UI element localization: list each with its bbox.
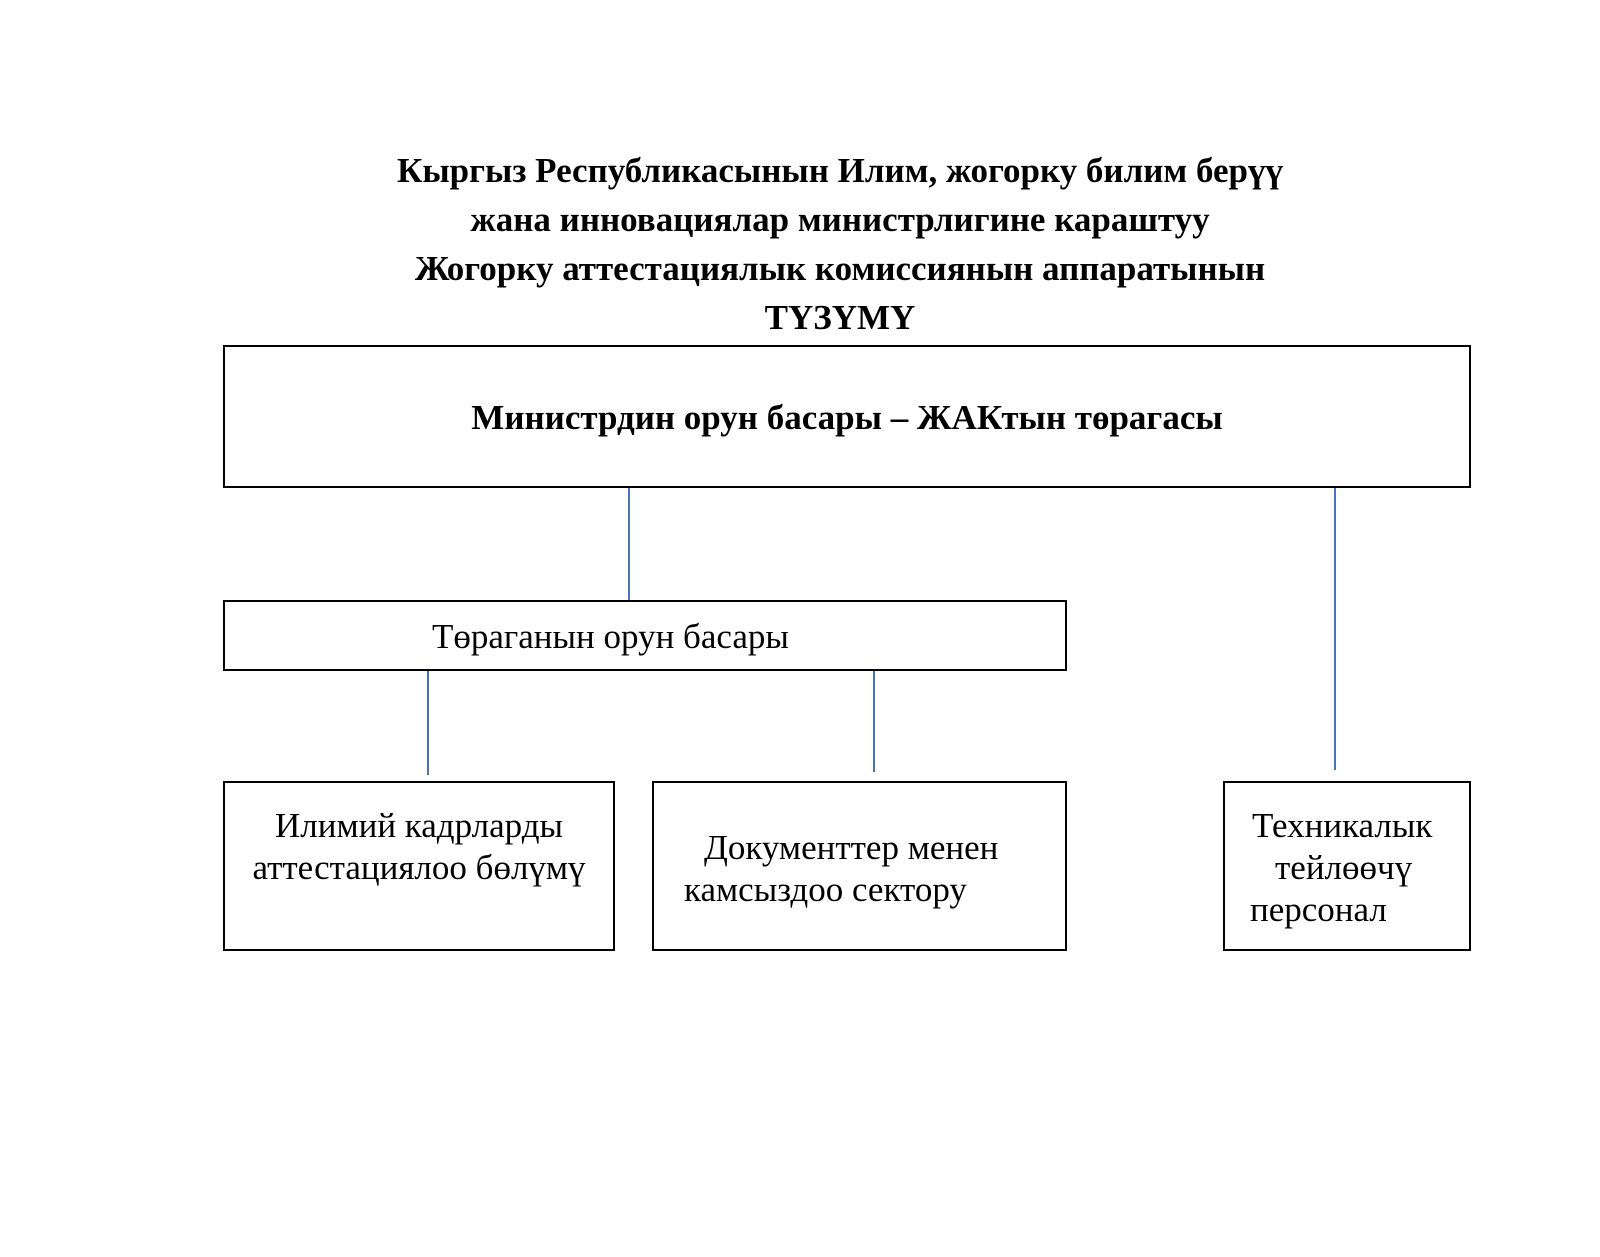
node-attestation-label-1: Илимий кадрларды (274, 806, 564, 845)
connector-chairman-deputy (628, 487, 630, 600)
node-deputy: Төраганын орун басары (223, 600, 1067, 671)
connector-deputy-documents (873, 670, 875, 772)
title-line-2: жана инновациялар министрлигине караштуу (470, 200, 1210, 239)
connector-deputy-attestation (427, 670, 429, 775)
node-attestation-label-2: аттестациялоо бөлүмү (252, 848, 586, 887)
node-documents-label-2: камсыздоо сектору (684, 870, 967, 909)
node-documents-sector: Документтер менен камсыздоо сектору (652, 781, 1067, 951)
node-chairman: Министрдин орун басары – ЖАКтын төрагасы (223, 345, 1471, 488)
title-line-3: Жогорку аттестациялык комиссиянын аппара… (414, 249, 1266, 288)
node-chairman-label: Министрдин орун басары – ЖАКтын төрагасы (471, 398, 1223, 437)
node-tech-staff: Техникалык тейлөөчү персонал (1223, 781, 1471, 951)
node-deputy-label: Төраганын орун басары (432, 617, 789, 656)
node-attestation-dept: Илимий кадрларды аттестациялоо бөлүмү (223, 781, 615, 951)
node-tech-label-1: Техникалык (1252, 806, 1433, 845)
node-tech-label-3: персонал (1250, 890, 1387, 929)
node-documents-label-1: Документтер менен (704, 828, 999, 867)
diagram-title: Кыргыз Республикасынын Илим, жогорку бил… (240, 146, 1440, 342)
node-tech-label-2: тейлөөчү (1275, 848, 1413, 887)
connector-chairman-techstaff (1334, 487, 1336, 770)
title-line-1: Кыргыз Республикасынын Илим, жогорку бил… (396, 151, 1284, 190)
title-line-4: ТҮЗҮМҮ (764, 298, 916, 337)
